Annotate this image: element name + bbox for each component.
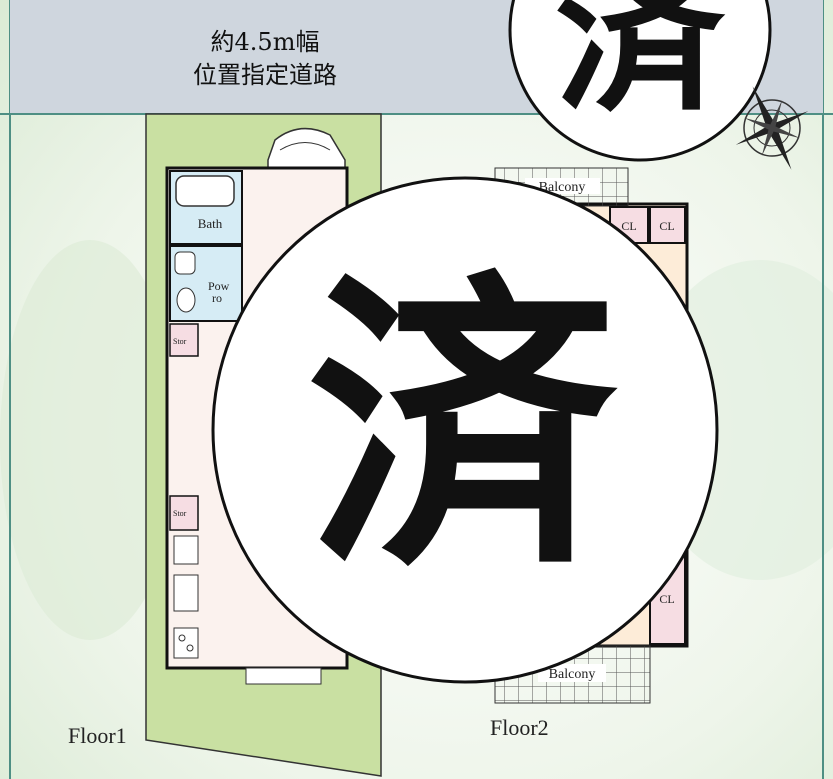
floor2-label: Floor2 (490, 715, 549, 740)
room-label-cl-top-left: CL (621, 219, 636, 233)
road-type-label: 位置指定道路 (193, 61, 337, 89)
room-label-powder-1: Pow (208, 279, 230, 293)
fridge-icon (173, 535, 199, 565)
room-label-cl-bottom: CL (659, 592, 674, 606)
entrance-step (245, 667, 322, 685)
room-label-storage-bottom: Stor (173, 509, 187, 518)
room-label-powder-2: ro (212, 291, 222, 305)
storage-bottom (169, 495, 199, 531)
stove-icon (173, 627, 199, 659)
stamp-circle-small (508, 0, 772, 162)
kitchen-sink-icon (173, 574, 199, 612)
bathtub-icon (175, 175, 235, 207)
room-label-bath: Bath (198, 216, 223, 231)
room-label-storage-top: Stor (173, 337, 187, 346)
stamp-text-large: 済 (307, 245, 622, 609)
storage-top (169, 323, 199, 357)
room-label-balcony-bottom: Balcony (549, 667, 596, 682)
stamp-text-small: 済 (555, 0, 726, 136)
toilet-icon (174, 251, 196, 275)
bg-bokeh (0, 240, 180, 640)
road-width-label: 約4.5m幅 (211, 28, 320, 56)
room-label-cl-top-right: CL (659, 219, 674, 233)
room-label-balcony-top: Balcony (539, 180, 586, 195)
sink-icon (176, 287, 196, 313)
compass-icon (735, 86, 809, 170)
closet-top-right (649, 206, 686, 244)
floor1-label: Floor1 (68, 723, 127, 748)
stamp-circle-large (211, 176, 719, 684)
